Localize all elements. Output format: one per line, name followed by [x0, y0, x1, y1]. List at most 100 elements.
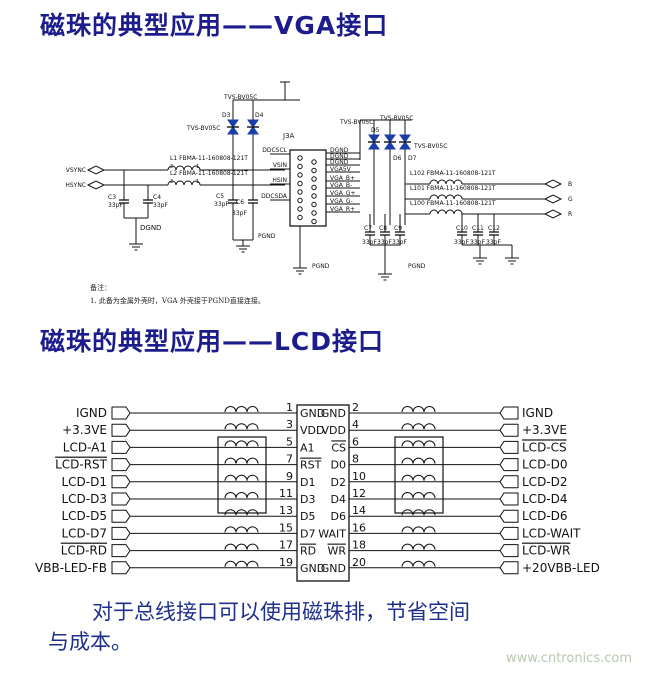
- output-label: B: [568, 181, 572, 188]
- signal-arrow-icon: [111, 492, 131, 506]
- tvs-diode-icon: [384, 134, 396, 150]
- signal-arrow-icon: [499, 509, 519, 523]
- pin-number: 1: [286, 401, 293, 414]
- ferrite-bead-icon: [224, 457, 259, 464]
- lcd-right-label: LCD-D0: [522, 458, 568, 472]
- connector-right-label: DGND: [330, 147, 349, 154]
- tvs-label: TVS-BV05C: [413, 143, 447, 150]
- signal-arrow-icon: [499, 406, 519, 420]
- cap-ref: C12: [488, 225, 500, 232]
- lcd-left-label: LCD-A1: [63, 440, 107, 454]
- cap-value: 33pF: [108, 202, 123, 209]
- diode-triangle: [399, 134, 411, 143]
- output-label: G: [568, 196, 573, 203]
- ferrite-bead-icon: [224, 474, 259, 481]
- ferrite-bead-icon: [401, 509, 436, 516]
- diode-triangle: [368, 134, 380, 143]
- ferrite-bead-icon: [401, 526, 436, 533]
- connector-pin-icon: [311, 193, 317, 199]
- capacitor-icon: [395, 231, 405, 236]
- connector-pin-label: D5: [300, 510, 315, 523]
- vga-connector-icon: [289, 149, 327, 227]
- cap-ref: C4: [153, 194, 161, 201]
- signal-arrow-icon: [499, 440, 519, 454]
- tvs-diode-icon: [368, 134, 380, 150]
- connector-pin-label: GND: [321, 407, 346, 420]
- connector-pin-icon: [311, 159, 317, 165]
- signal-arrow-icon: [111, 440, 131, 454]
- ground-icon: [505, 252, 519, 265]
- pin-label: 2: [170, 164, 173, 170]
- pin-number: 2: [352, 401, 359, 414]
- pin-number: 12: [352, 487, 366, 500]
- signal-arrow-icon: [499, 423, 519, 437]
- connector-pin-icon: [297, 163, 303, 170]
- ferrite-bead-icon: [401, 406, 436, 413]
- vga-section-title: 磁珠的典型应用——VGA接口: [40, 11, 389, 40]
- connector-pin-icon: [311, 218, 317, 225]
- diode-ref: D3: [222, 112, 231, 119]
- lcd-connector-body: [296, 404, 350, 582]
- tvs-diode-icon: [399, 134, 411, 150]
- connector-pin-icon: [297, 189, 303, 195]
- lcd-left-label: +3.3VE: [62, 423, 107, 437]
- cap-ref: C10: [456, 225, 468, 232]
- connector-pin-icon: [297, 172, 303, 178]
- ferrite-bead-icon: [401, 440, 436, 447]
- connector-right-label: VGA_B-: [330, 182, 352, 189]
- output-port-icon: [543, 209, 563, 219]
- pin-number: 6: [352, 435, 359, 448]
- ferrite-bead-icon: [429, 194, 463, 200]
- pin-label: 1: [196, 164, 199, 170]
- caption-line-1: 对于总线接口可以使用磁珠排，节省空间: [92, 600, 470, 624]
- lcd-left-label: LCD-D3: [61, 492, 107, 506]
- connector-left-label: DDCSCL: [262, 147, 287, 154]
- connector-pin-label: D6: [331, 510, 346, 523]
- diode-triangle: [368, 141, 380, 150]
- capacitor-c4-icon: [143, 199, 153, 204]
- ferrite-bead-icon: [401, 457, 436, 464]
- lcd-right-label: +20VBB-LED: [522, 561, 600, 575]
- signal-arrow-icon: [499, 458, 519, 472]
- connector-pin-label: RST: [300, 459, 322, 472]
- caption-line-2: 与成本。: [48, 630, 132, 654]
- cap-value: 33pF: [377, 239, 392, 246]
- connector-left-label: DDCSDA: [261, 193, 288, 200]
- lcd-right-label: LCD-WR: [522, 544, 570, 558]
- ferrite-bead-icon: [401, 474, 436, 481]
- connector-pin-icon: [297, 206, 303, 212]
- signal-arrow-icon: [499, 561, 519, 575]
- ferrite-array-left-icon: [217, 436, 267, 514]
- connector-left-label: VSIN: [273, 162, 287, 169]
- capacitor-c6-icon: [248, 199, 258, 204]
- pin-number: 19: [279, 556, 293, 569]
- cap-value: 33pF: [486, 239, 501, 246]
- ferrite-bead-icon: [224, 406, 259, 413]
- connector-pin-icon: [297, 214, 303, 221]
- connector-right-label: VGA5V: [330, 166, 352, 173]
- signal-arrow-icon: [111, 458, 131, 472]
- diode-triangle: [227, 119, 239, 128]
- ferrite-bead-icon: [224, 543, 259, 550]
- ferrite-bead-icon: [429, 179, 463, 185]
- tvs-label: TVS-BV05C: [339, 119, 373, 126]
- lcd-left-label: LCD-D5: [61, 509, 107, 523]
- connector-pin-label: WAIT: [318, 527, 346, 540]
- pin-number: 14: [352, 504, 366, 517]
- lcd-right-label: IGND: [522, 406, 553, 420]
- lcd-section-title: 磁珠的典型应用——LCD接口: [40, 327, 385, 356]
- cap-value: 33pF: [232, 210, 247, 217]
- connector-pin-label: RD: [300, 545, 316, 558]
- cap-ref: C8: [379, 225, 387, 232]
- pin-number: 8: [352, 453, 359, 466]
- pin-number: 7: [286, 453, 293, 466]
- diode-triangle: [384, 141, 396, 150]
- ferrite-label: L2 FBMA-11-160808-121T: [170, 170, 248, 177]
- cap-ref: C7: [364, 225, 372, 232]
- tvs-label: TVS-BV05C: [379, 115, 413, 122]
- signal-arrow-icon: [111, 544, 131, 558]
- connector-pin-label: D4: [331, 493, 346, 506]
- pin-number: 20: [352, 556, 366, 569]
- tvs-label: TVS-BV05C: [223, 94, 257, 101]
